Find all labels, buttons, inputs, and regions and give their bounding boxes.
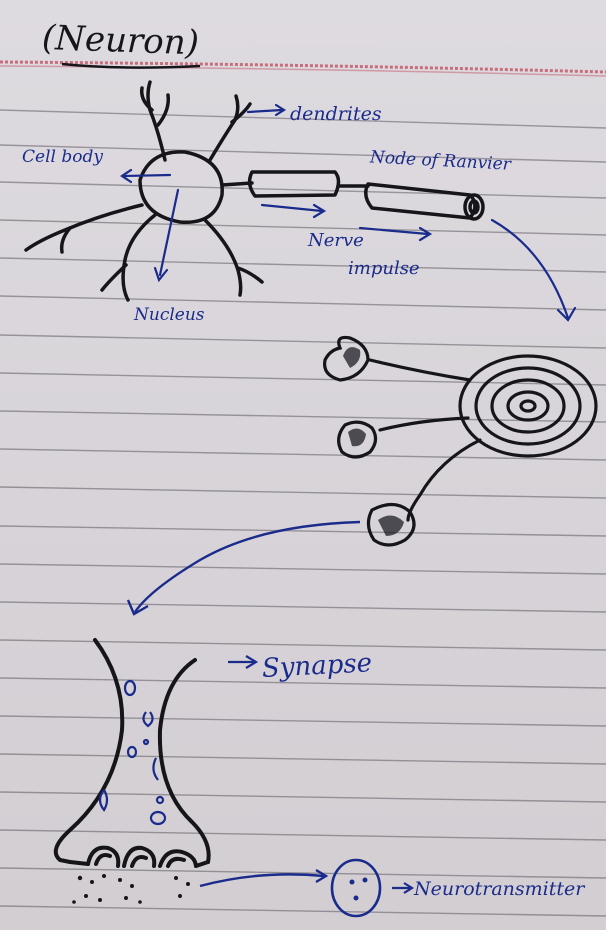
label-impulse: impulse [348, 258, 420, 279]
label-neurotransmitter: Neurotransmitter [413, 878, 586, 900]
myelin-sheath-1 [250, 172, 339, 196]
dendrite [210, 96, 238, 160]
axon-spiral [325, 337, 596, 545]
synapse-right-wall [160, 660, 209, 862]
dendrite [205, 220, 241, 295]
dendrites-arrow [248, 110, 282, 112]
label-nerve: Nerve [307, 230, 364, 251]
myelin-sheath-2 [366, 184, 475, 218]
impulse-arrow-1 [262, 205, 322, 211]
diagram-title: (Neuron) [41, 18, 199, 63]
neurotransmitter-circle [332, 860, 380, 916]
cell-body-arrow [125, 175, 170, 176]
ruled-lines [0, 110, 606, 916]
label-synapse: Synapse [261, 648, 373, 684]
released-neurotransmitters [72, 874, 190, 904]
label-nucleus: Nucleus [133, 305, 205, 325]
dendrite [123, 215, 155, 300]
label-dendrites: dendrites [290, 103, 382, 125]
neuron-annotations [122, 105, 575, 320]
synapse-left-wall [56, 640, 123, 862]
label-node-of-ranvier: Node of Ranvier [369, 147, 513, 174]
dendrite [26, 205, 142, 250]
to-neurotransmitter-arrow [200, 874, 324, 886]
synaptic-vesicles [100, 681, 165, 824]
label-cell-body: Cell body [22, 147, 103, 167]
